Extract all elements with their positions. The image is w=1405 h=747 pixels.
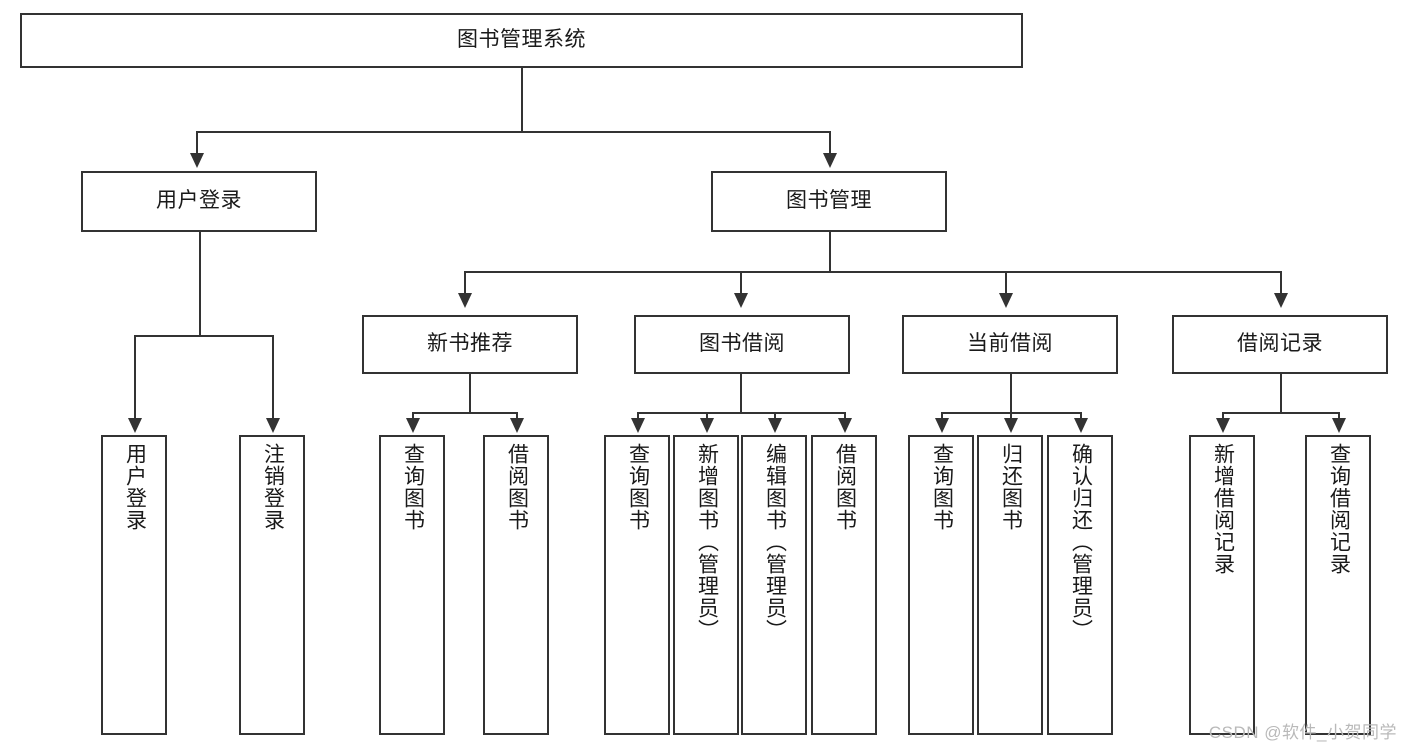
node-label: 查询图书 (401, 443, 425, 531)
connector-book-management-stem (829, 232, 831, 271)
node-label: 查询借阅记录 (1327, 443, 1351, 575)
connector-user-login-drop-1 (272, 335, 274, 420)
node-label: 借阅记录 (1237, 332, 1323, 356)
arrow-to-leaf-borrow-book-2 (838, 418, 852, 433)
connector-user-login-bus (134, 335, 272, 337)
node-label: 用户登录 (156, 189, 242, 213)
node-label: 当前借阅 (967, 332, 1053, 356)
arrow-to-leaf-user-login (128, 418, 142, 433)
connector-level3-bus (464, 271, 1280, 273)
connector-current-drop-2 (1080, 412, 1082, 420)
connector-current-stem (1010, 374, 1012, 412)
node-label: 归还图书 (999, 443, 1023, 531)
arrow-to-leaf-confirm-return (1074, 418, 1088, 433)
connector-level3-drop-0 (464, 271, 466, 295)
arrow-to-new-book-recommend (458, 293, 472, 308)
connector-borrow-drop-0 (637, 412, 639, 420)
connector-record-drop-0 (1222, 412, 1224, 420)
node-label: 查询图书 (930, 443, 954, 531)
connector-user-login-stem (199, 232, 201, 335)
connector-level3-drop-3 (1280, 271, 1282, 295)
arrow-to-leaf-add-record (1216, 418, 1230, 433)
node-label: 新增图书（管理员） (695, 443, 719, 641)
node-user-login[interactable]: 用户登录 (81, 171, 317, 232)
leaf-query-book-current[interactable]: 查询图书 (908, 435, 974, 735)
connector-recommend-drop-0 (412, 412, 414, 420)
arrow-to-book-borrow (734, 293, 748, 308)
arrow-to-leaf-borrow-book-1 (510, 418, 524, 433)
connector-root-stem (521, 68, 523, 131)
node-label: 查询图书 (626, 443, 650, 531)
node-label: 新增借阅记录 (1211, 443, 1235, 575)
node-label: 用户登录 (123, 443, 147, 531)
connector-recommend-bus (412, 412, 516, 414)
connector-record-bus (1222, 412, 1338, 414)
connector-record-drop-1 (1338, 412, 1340, 420)
leaf-query-book-borrow[interactable]: 查询图书 (604, 435, 670, 735)
arrow-to-leaf-return-book (1004, 418, 1018, 433)
node-label: 借阅图书 (505, 443, 529, 531)
leaf-borrow-book[interactable]: 借阅图书 (811, 435, 877, 735)
node-label: 图书管理系统 (457, 28, 586, 52)
node-label: 确认归还（管理员） (1069, 443, 1093, 641)
node-label: 新书推荐 (427, 332, 513, 356)
node-label: 图书借阅 (699, 332, 785, 356)
leaf-query-book-recommend[interactable]: 查询图书 (379, 435, 445, 735)
leaf-add-book-admin[interactable]: 新增图书（管理员） (673, 435, 739, 735)
node-root-book-management-system[interactable]: 图书管理系统 (20, 13, 1023, 68)
node-label: 图书管理 (786, 189, 872, 213)
connector-borrow-stem (740, 374, 742, 412)
connector-borrow-drop-3 (844, 412, 846, 420)
node-label: 借阅图书 (833, 443, 857, 531)
connector-level2-drop-left (196, 131, 198, 155)
leaf-query-borrow-record[interactable]: 查询借阅记录 (1305, 435, 1371, 735)
arrow-to-leaf-query-book-1 (406, 418, 420, 433)
connector-recommend-drop-1 (516, 412, 518, 420)
node-book-borrow[interactable]: 图书借阅 (634, 315, 850, 374)
arrow-to-leaf-query-book-3 (935, 418, 949, 433)
arrow-to-user-login (190, 153, 204, 168)
arrow-to-leaf-add-book (700, 418, 714, 433)
arrow-to-leaf-query-record (1332, 418, 1346, 433)
leaf-add-borrow-record[interactable]: 新增借阅记录 (1189, 435, 1255, 735)
connector-recommend-stem (469, 374, 471, 412)
connector-level2-bus (196, 131, 830, 133)
leaf-logout[interactable]: 注销登录 (239, 435, 305, 735)
connector-current-drop-1 (1010, 412, 1012, 420)
arrow-to-leaf-edit-book (768, 418, 782, 433)
connector-level3-drop-1 (740, 271, 742, 295)
node-book-management[interactable]: 图书管理 (711, 171, 947, 232)
leaf-user-login[interactable]: 用户登录 (101, 435, 167, 735)
arrow-to-leaf-logout (266, 418, 280, 433)
leaf-edit-book-admin[interactable]: 编辑图书（管理员） (741, 435, 807, 735)
connector-level3-drop-2 (1005, 271, 1007, 295)
arrow-to-borrow-record (1274, 293, 1288, 308)
connector-level2-drop-right (829, 131, 831, 155)
arrow-to-leaf-query-book-2 (631, 418, 645, 433)
connector-borrow-bus (637, 412, 844, 414)
node-current-borrow[interactable]: 当前借阅 (902, 315, 1118, 374)
connector-current-drop-0 (941, 412, 943, 420)
connector-user-login-drop-0 (134, 335, 136, 420)
leaf-borrow-book-recommend[interactable]: 借阅图书 (483, 435, 549, 735)
node-new-book-recommend[interactable]: 新书推荐 (362, 315, 578, 374)
leaf-return-book[interactable]: 归还图书 (977, 435, 1043, 735)
connector-borrow-drop-1 (706, 412, 708, 420)
node-borrow-record[interactable]: 借阅记录 (1172, 315, 1388, 374)
leaf-confirm-return-admin[interactable]: 确认归还（管理员） (1047, 435, 1113, 735)
arrow-to-current-borrow (999, 293, 1013, 308)
arrow-to-book-management (823, 153, 837, 168)
node-label: 编辑图书（管理员） (763, 443, 787, 641)
node-label: 注销登录 (261, 443, 285, 531)
connector-record-stem (1280, 374, 1282, 412)
connector-borrow-drop-2 (774, 412, 776, 420)
